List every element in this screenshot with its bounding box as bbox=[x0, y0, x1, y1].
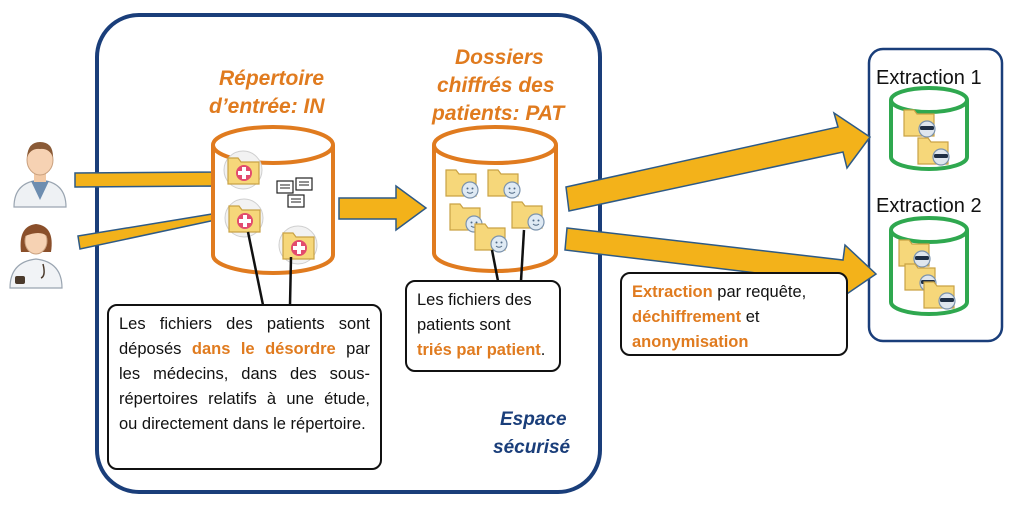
patient-directory-title-1: Dossiers bbox=[455, 46, 544, 69]
arrow-doctor2-to-input bbox=[77, 203, 235, 250]
extraction-note-highlight-3: anonymisation bbox=[632, 333, 749, 351]
anonymous-folder-icon bbox=[923, 281, 956, 310]
extraction-note-highlight-2: déchiffrement bbox=[632, 308, 742, 326]
input-note-highlight: dans le désordre bbox=[191, 340, 336, 358]
extraction-note-text-2: et bbox=[741, 308, 760, 326]
callout-line bbox=[246, 231, 265, 306]
callout-line bbox=[490, 249, 500, 282]
anonymous-folder-icon bbox=[917, 137, 950, 166]
patient-folder-icon bbox=[474, 223, 508, 253]
input-note-text: Les fichiers des patients sont déposés bbox=[119, 315, 370, 358]
patient-note-text-end: . bbox=[540, 341, 546, 359]
doctor-female-icon bbox=[9, 224, 63, 289]
patient-directory-title-2: chiffrés des bbox=[437, 74, 555, 97]
document-icon bbox=[295, 177, 313, 191]
callout-line bbox=[519, 229, 526, 282]
patient-note-highlight: triés par patient bbox=[417, 341, 541, 359]
extraction1-label: Extraction 1 bbox=[876, 67, 982, 89]
input-note-text-end: par les médecins, dans des sous-répertoi… bbox=[119, 340, 371, 433]
arrow-patient-to-extraction1 bbox=[565, 111, 872, 212]
extraction-note: Extraction par requête, déchiffrement et… bbox=[620, 272, 848, 356]
patient-directory-title-3: patients: PAT bbox=[431, 102, 566, 125]
document-icon bbox=[287, 194, 305, 208]
patient-note-text: Les fichiers des patients sont bbox=[417, 291, 532, 334]
input-note: Les fichiers des patients sont déposés d… bbox=[107, 304, 382, 470]
medical-folder-icon bbox=[278, 225, 318, 265]
extraction-note-highlight-1: Extraction bbox=[632, 283, 713, 301]
callout-line bbox=[288, 256, 293, 306]
extraction2-label: Extraction 2 bbox=[876, 195, 982, 217]
document-icon bbox=[276, 180, 294, 194]
anonymous-folder-icon bbox=[898, 239, 931, 268]
anonymous-folder-icon bbox=[903, 109, 936, 138]
patient-note: Les fichiers des patients sont triés par… bbox=[405, 280, 561, 372]
medical-folder-icon bbox=[223, 150, 263, 190]
extraction-frame bbox=[867, 47, 1004, 343]
arrow-patient-to-extraction2 bbox=[564, 227, 878, 302]
patient-folder-icon bbox=[445, 169, 479, 199]
secure-space-label-1: Espace bbox=[500, 409, 567, 430]
doctor-male-icon bbox=[13, 142, 67, 208]
patient-folder-icon bbox=[487, 169, 521, 199]
input-directory-title-2: d’entrée: IN bbox=[209, 95, 325, 118]
input-directory-title-1: Répertoire bbox=[219, 67, 324, 90]
medical-folder-icon bbox=[224, 198, 264, 238]
arrow-input-to-patient bbox=[338, 184, 428, 232]
patient-folder-icon bbox=[511, 201, 545, 231]
secure-space-label-2: sécurisé bbox=[493, 437, 571, 458]
extraction-note-text-1: par requête, bbox=[712, 283, 807, 301]
